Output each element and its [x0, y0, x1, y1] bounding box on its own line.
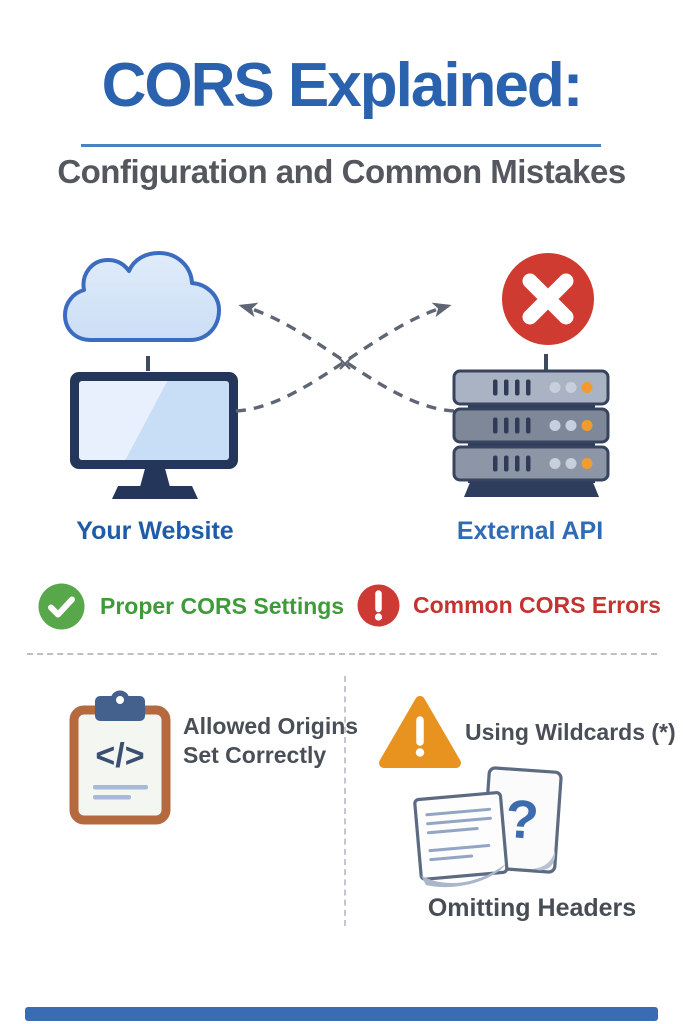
code-glyph: </> [95, 737, 144, 775]
section-divider-horizontal [27, 653, 657, 655]
section-divider-vertical [344, 676, 346, 926]
error-label: Common CORS Errors [413, 592, 661, 618]
page-subtitle: Configuration and Common Mistakes [57, 153, 626, 190]
clipboard-code-icon: </> [69, 690, 171, 825]
monitor-base [112, 486, 198, 499]
exclamation-circle-icon [357, 584, 400, 627]
monitor-icon [70, 372, 238, 502]
wildcards-label: Using Wildcards (*) [465, 719, 676, 745]
success-label: Proper CORS Settings [100, 593, 345, 619]
cloud-monitor-connector [146, 356, 150, 371]
monitor-stand [140, 467, 170, 487]
x-circle-icon [502, 253, 594, 345]
documents-question-icon: ? [413, 766, 563, 888]
cloud-icon [63, 251, 221, 342]
error-legend: Common CORS Errors [357, 584, 661, 627]
badge-server-connector [544, 354, 548, 370]
question-glyph: ? [503, 789, 540, 851]
crossed-dashed-arrows-icon [235, 302, 455, 413]
allowed-origins-line1: Allowed Origins [183, 713, 359, 739]
warning-triangle-icon [379, 696, 461, 768]
omitting-headers-label: Omitting Headers [427, 894, 637, 922]
api-label: External API [456, 517, 604, 545]
bottom-accent-bar [25, 1007, 658, 1021]
server-stack-icon [452, 369, 610, 497]
check-circle-icon [38, 583, 85, 630]
monitor-screen [79, 381, 229, 460]
success-legend: Proper CORS Settings [38, 583, 344, 630]
page-title: CORS Explained: [101, 51, 584, 120]
title-underline [81, 144, 601, 147]
website-label: Your Website [76, 517, 234, 545]
allowed-origins-line2: Set Correctly [183, 742, 327, 768]
allowed-origins-label: Allowed Origins Set Correctly [183, 712, 358, 770]
